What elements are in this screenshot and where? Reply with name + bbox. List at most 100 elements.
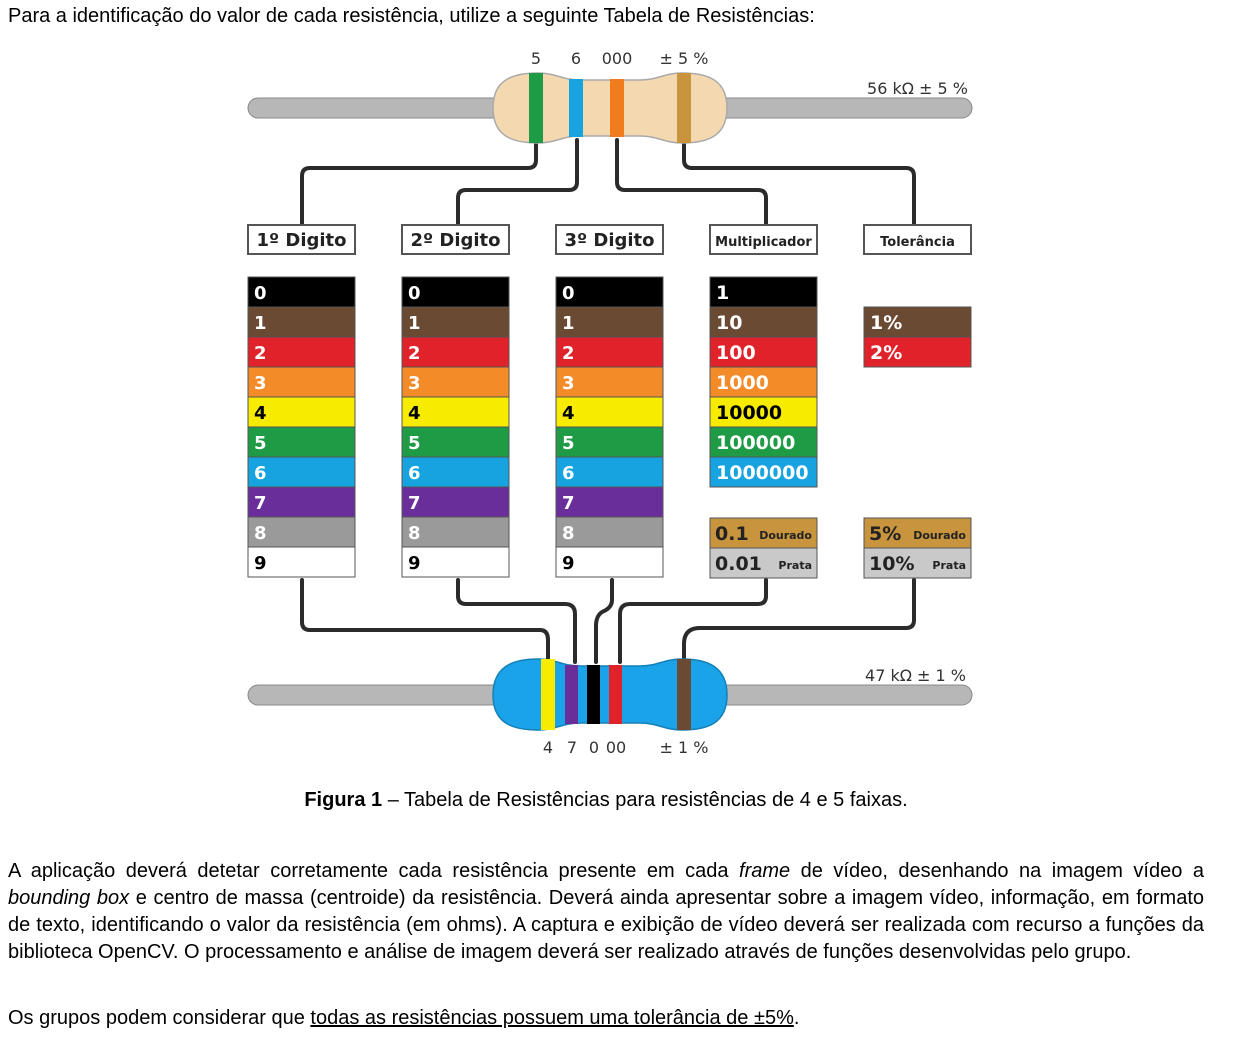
digit-col3-1-swatch <box>555 306 664 338</box>
header-digit-2: 2º Digito <box>410 230 500 251</box>
digit-col1-1-swatch <box>247 306 356 338</box>
digit-col2-7-label: 7 <box>408 493 421 514</box>
digit-col2-1-label: 1 <box>408 313 421 334</box>
top-band-label-2: 6 <box>571 49 581 68</box>
top-band-label-4: ± 5 % <box>660 49 709 68</box>
digit-col2-4-swatch <box>401 396 510 428</box>
tolerance-2pct-label: 2% <box>870 342 902 364</box>
header-tolerance-box <box>863 224 972 255</box>
digit-col3-5-swatch <box>555 426 664 458</box>
digit-col3-5-label: 5 <box>562 433 575 454</box>
digit-col2-2-swatch <box>401 336 510 368</box>
note-text: Os grupos podem considerar que <box>8 1007 311 1029</box>
tolerance-prata-label: 10% <box>869 553 914 575</box>
multiplier-1000000-label: 1000000 <box>716 462 809 484</box>
digit-col1-7-swatch <box>247 486 356 518</box>
digit-col2-3-swatch <box>401 366 510 398</box>
paragraph-italic-frame: frame <box>739 860 791 882</box>
header-digit-2-box <box>401 224 510 255</box>
digit-col3-4-label: 4 <box>562 403 575 424</box>
digit-col3-3-swatch <box>555 366 664 398</box>
top-band-3 <box>610 79 624 137</box>
top-band-2 <box>569 79 583 137</box>
digit-col1-2-label: 2 <box>254 343 267 364</box>
digit-col3-0-label: 0 <box>562 283 575 304</box>
top-band-4 <box>677 73 691 143</box>
header-multiplier-box <box>709 224 818 255</box>
digit-col3-9-label: 9 <box>562 553 575 574</box>
bottom-band-label-1: 4 <box>543 738 553 757</box>
header-digit-3: 3º Digito <box>564 230 654 251</box>
digit-col3-3-label: 3 <box>562 373 575 394</box>
digit-col1-1-label: 1 <box>254 313 267 334</box>
digit-col2-8-swatch <box>401 516 510 548</box>
digit-col1-9-swatch <box>247 546 356 578</box>
digit-col3-7-label: 7 <box>562 493 575 514</box>
multiplier-100000-label: 100000 <box>716 432 795 454</box>
intro-text: Para a identificação do valor de cada re… <box>8 5 815 27</box>
digit-col1-9-label: 9 <box>254 553 267 574</box>
digit-col3-7-swatch <box>555 486 664 518</box>
note-end: . <box>793 1007 800 1029</box>
digit-col3-1-label: 1 <box>562 313 575 334</box>
multiplier-prata-name: Prata <box>778 559 812 572</box>
multiplier-10000-label: 10000 <box>716 402 782 424</box>
digit-col3-0-swatch <box>555 276 664 308</box>
bottom-band-label-2: 7 <box>567 738 577 757</box>
multiplier-100-label: 100 <box>716 342 756 364</box>
multiplier-100000-swatch <box>709 426 818 458</box>
digit-col2-8-label: 8 <box>408 523 421 544</box>
digit-col1-3-label: 3 <box>254 373 267 394</box>
body-paragraph: A aplicação deverá detetar corretamente … <box>8 858 1204 966</box>
connector-wires-bottom <box>300 578 916 664</box>
digit-col1-5-swatch <box>247 426 356 458</box>
digit-col3-8-label: 8 <box>562 523 575 544</box>
paragraph-italic-bounding-box: bounding box <box>8 887 130 909</box>
bottom-band-4 <box>609 665 622 724</box>
digit-col2-9-label: 9 <box>408 553 421 574</box>
digit-col2-6-label: 6 <box>408 463 421 484</box>
digit-col1-4-label: 4 <box>254 403 267 424</box>
bottom-band-label-3: 0 <box>589 738 599 757</box>
digit-col2-4-label: 4 <box>408 403 421 424</box>
header-multiplier: Multiplicador <box>715 235 812 250</box>
top-band-1 <box>529 73 543 143</box>
multiplier-10000-swatch <box>709 396 818 428</box>
bottom-resistor: 4 7 0 00 ± 1 % 47 kΩ ± 1 % <box>247 658 973 757</box>
digit-col2-6-swatch <box>401 456 510 488</box>
digit-col2-3-label: 3 <box>408 373 421 394</box>
digit-col2-0-swatch <box>401 276 510 308</box>
top-resistor: 5 6 000 ± 5 % 56 kΩ ± 5 % <box>247 49 973 144</box>
multiplier-1000-label: 1000 <box>716 372 769 394</box>
tolerance-1pct-label: 1% <box>870 312 902 334</box>
tolerance-dourado-name: Dourado <box>913 529 966 542</box>
digit-col3-2-swatch <box>555 336 664 368</box>
header-digit-3-box <box>555 224 664 255</box>
top-band-label-1: 5 <box>531 49 541 68</box>
color-columns: 0123456789012345678901234567891101001000… <box>247 276 972 579</box>
multiplier-dourado-label: 0.1 <box>715 523 749 545</box>
digit-col1-7-label: 7 <box>254 493 267 514</box>
multiplier-prata-swatch <box>709 547 818 579</box>
multiplier-100-swatch <box>709 336 818 368</box>
caption-text: – Tabela de Resistências para resistênci… <box>382 789 908 811</box>
bottom-band-2 <box>565 665 578 724</box>
digit-col3-6-label: 6 <box>562 463 575 484</box>
bottom-band-3 <box>587 665 600 724</box>
tolerance-2pct-swatch <box>863 336 972 368</box>
multiplier-dourado-swatch <box>709 517 818 549</box>
paragraph-text-2: de vídeo, desenhando na imagem vídeo a <box>790 860 1204 882</box>
note-underlined: todas as resistências possuem uma tolerâ… <box>310 1007 794 1029</box>
digit-col2-0-label: 0 <box>408 283 421 304</box>
bottom-band-5 <box>677 659 691 730</box>
connector-wires-top <box>300 138 916 228</box>
digit-col1-5-label: 5 <box>254 433 267 454</box>
tolerance-dourado-swatch <box>863 517 972 549</box>
top-resistor-value: 56 kΩ ± 5 % <box>867 79 968 98</box>
tolerance-1pct-swatch <box>863 306 972 338</box>
digit-col2-7-swatch <box>401 486 510 518</box>
multiplier-1000000-swatch <box>709 456 818 488</box>
bottom-band-label-5: ± 1 % <box>660 738 709 757</box>
